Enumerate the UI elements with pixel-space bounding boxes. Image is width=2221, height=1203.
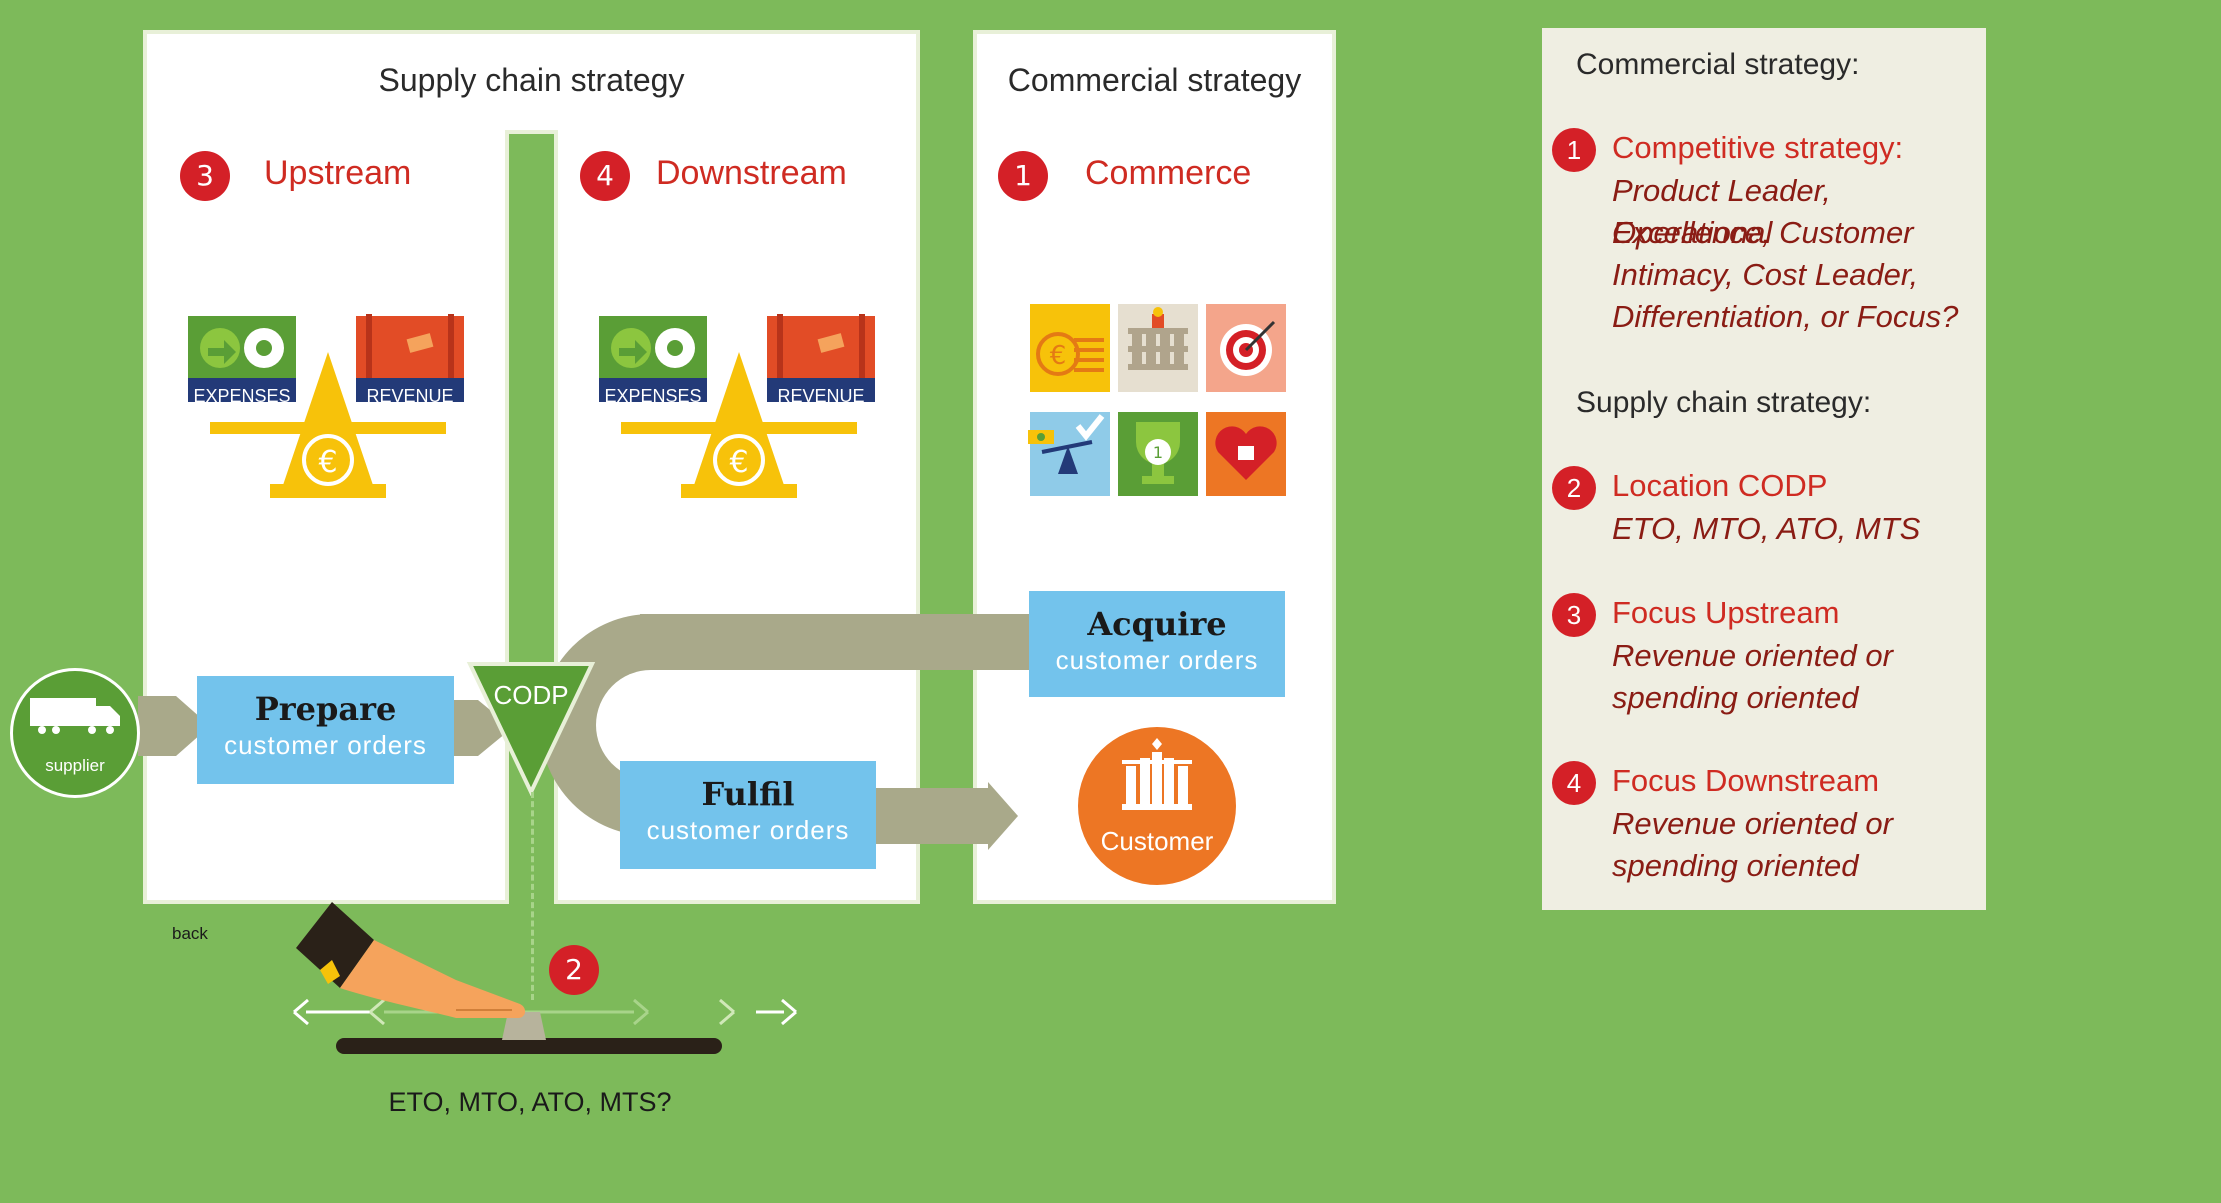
prepare-box[interactable]: Prepare customer orders xyxy=(197,676,454,784)
upstream-label: Upstream xyxy=(264,154,412,192)
prepare-subtitle: customer orders xyxy=(224,730,427,760)
sidebar-item-2-badge: 2 xyxy=(1552,466,1596,510)
codp-column-top-edge xyxy=(505,130,558,134)
downstream-expenses-label: EXPENSES xyxy=(604,386,702,406)
codp-dashed-line xyxy=(531,792,534,1000)
upstream-revenue-label: REVENUE xyxy=(366,386,454,406)
truck-icon xyxy=(30,698,120,734)
downstream-label: Downstream xyxy=(656,154,847,192)
sidebar-item-4-badge: 4 xyxy=(1552,761,1596,805)
legend-sidebar: Commercial strategy: 1 Competitive strat… xyxy=(1542,28,1986,910)
upstream-number-badge: 3 xyxy=(180,151,230,201)
sidebar-item-2-title: Location CODP xyxy=(1612,468,1828,503)
sidebar-item-1-badge: 1 xyxy=(1552,128,1596,172)
supplier-label: supplier xyxy=(45,756,105,775)
commercial-title: Commercial strategy xyxy=(1007,62,1302,98)
sidebar-item-3-badge: 3 xyxy=(1552,593,1596,637)
sidebar-item-4-desc-2: spending oriented xyxy=(1612,848,1859,883)
back-link[interactable]: back xyxy=(172,924,208,943)
svg-text:€: € xyxy=(729,445,748,480)
prepare-title: Prepare xyxy=(254,690,397,728)
sidebar-item-1-desc-3: Intimacy, Cost Leader, xyxy=(1612,257,1919,292)
supplier-circle[interactable] xyxy=(10,668,140,798)
codp-label: CODP xyxy=(493,680,569,710)
sidebar-item-3-desc-2: spending oriented xyxy=(1612,680,1859,715)
upstream-expenses-label: EXPENSES xyxy=(193,386,291,406)
order-flow-arrows xyxy=(138,696,512,756)
supply-chain-panel-top xyxy=(143,30,920,134)
commerce-label: Commerce xyxy=(1085,154,1252,192)
acquire-title: Acquire xyxy=(1087,605,1227,643)
sidebar-item-1-desc-1: Product Leader, Operational xyxy=(1612,173,1831,250)
commerce-strategy-icons: € 1 xyxy=(1028,304,1286,496)
customer-label: Customer xyxy=(1100,826,1214,856)
sidebar-commercial-heading: Commercial strategy: xyxy=(1576,48,1860,81)
codp-location-number-badge: 2 xyxy=(549,945,599,995)
codp-position-slider[interactable] xyxy=(256,900,816,1062)
sidebar-item-4-desc-1: Revenue oriented or xyxy=(1612,806,1893,841)
downstream-balance-scale: € xyxy=(599,314,875,498)
sidebar-item-1-title: Competitive strategy: xyxy=(1612,130,1904,165)
commerce-number-badge: 1 xyxy=(998,151,1048,201)
sidebar-item-4-title: Focus Downstream xyxy=(1612,763,1880,798)
codp-triangle[interactable] xyxy=(466,660,596,796)
customer-icon xyxy=(1122,738,1192,810)
sidebar-supply-heading: Supply chain strategy: xyxy=(1576,386,1872,419)
sidebar-item-1-desc-4: Differentiation, or Focus? xyxy=(1612,299,1959,334)
downstream-revenue-label: REVENUE xyxy=(777,386,865,406)
svg-text:€: € xyxy=(1050,341,1067,371)
sidebar-item-2-desc-1: ETO, MTO, ATO, MTS xyxy=(1612,511,1921,546)
acquire-subtitle: customer orders xyxy=(1055,645,1259,675)
fulfil-box[interactable]: Fulfil customer orders xyxy=(620,761,876,869)
downstream-number-badge: 4 xyxy=(580,151,630,201)
slider-caption: ETO, MTO, ATO, MTS? xyxy=(388,1087,672,1117)
fulfil-subtitle: customer orders xyxy=(646,815,850,845)
supply-chain-title: Supply chain strategy xyxy=(378,62,685,98)
sidebar-item-3-desc-1: Revenue oriented or xyxy=(1612,638,1893,673)
upstream-balance-scale: € xyxy=(188,314,464,498)
acquire-box[interactable]: Acquire customer orders xyxy=(1029,591,1285,697)
sidebar-item-3-title: Focus Upstream xyxy=(1612,595,1840,630)
svg-text:1: 1 xyxy=(1153,443,1163,462)
sidebar-item-1-desc-2: Excellence, Customer xyxy=(1612,215,1914,250)
svg-text:€: € xyxy=(318,445,337,480)
fulfil-title: Fulfil xyxy=(701,775,795,813)
fulfil-arrow-head xyxy=(988,782,1018,850)
